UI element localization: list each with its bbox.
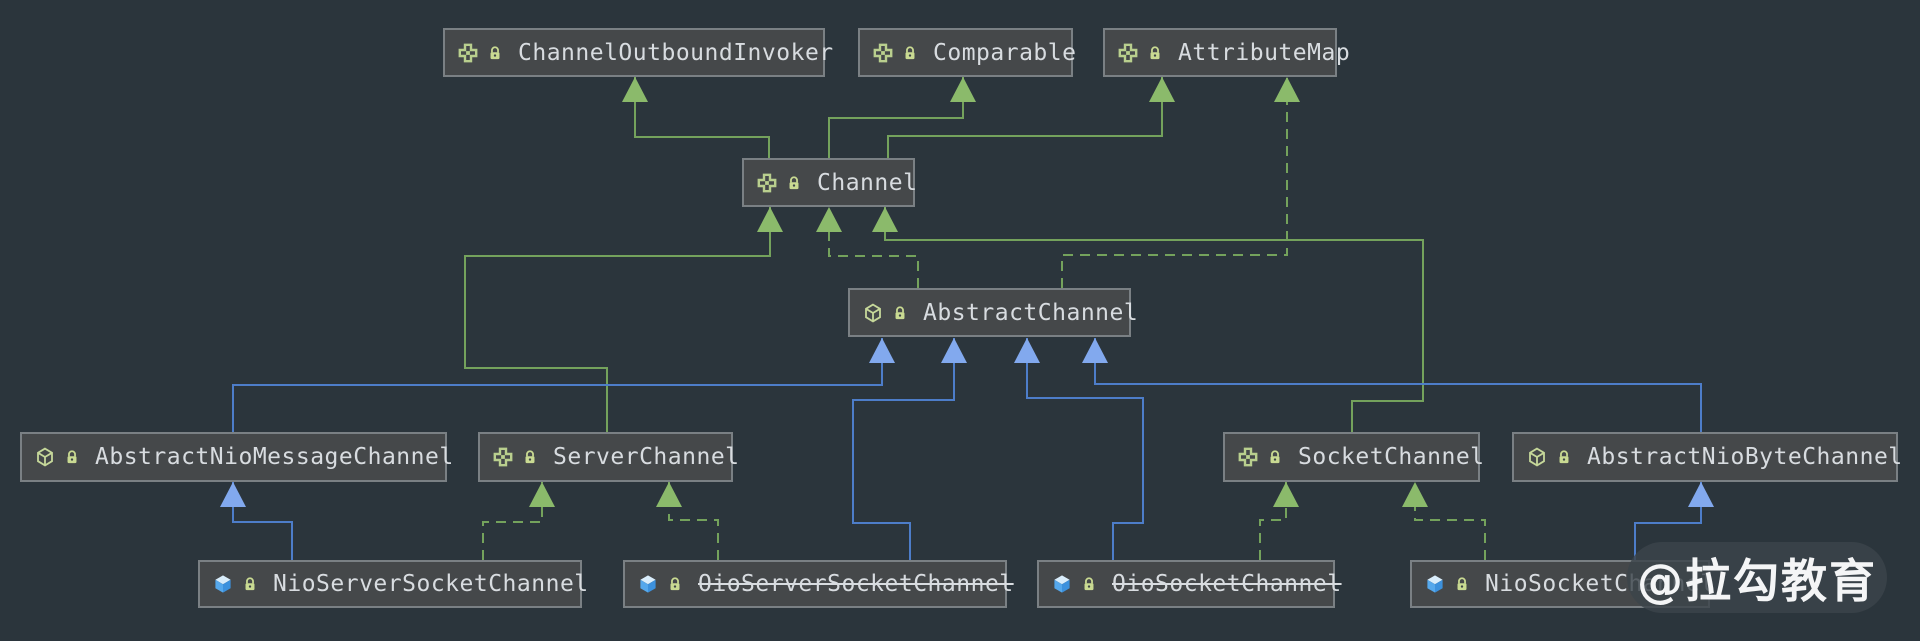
edge-NioServerSocketChannel-to-ServerChannel [482, 482, 543, 560]
edge-AbstractNioMessageChannel-to-AbstractChannel [232, 338, 883, 432]
edge-OioServerSocketChannel-to-AbstractChannel [852, 338, 955, 560]
arrowhead-implements-Channel [816, 207, 842, 232]
node-label: NioServerSocketChannel [273, 571, 589, 597]
node-AbstractNioMessageChannel[interactable]: AbstractNioMessageChannel [20, 432, 453, 482]
arrowhead-implements-ServerChannel [529, 482, 555, 507]
arrowhead-extends-AbstractNioMessageChannel [220, 482, 246, 507]
class-icon [213, 574, 233, 594]
node-label: OioSocketChannel [1112, 571, 1342, 597]
interface-icon [757, 173, 777, 193]
node-label: ChannelOutboundInvoker [518, 39, 834, 66]
node-Channel[interactable]: Channel [742, 158, 918, 207]
arrowhead-extends-Comparable [950, 77, 976, 102]
lock-icon [242, 574, 258, 594]
node-label: ServerChannel [553, 444, 740, 470]
node-OioSocketChannel[interactable]: OioSocketChannel [1037, 560, 1341, 608]
abstract-class-icon [35, 447, 55, 467]
edge-NioSocketChannel-to-SocketChannel [1414, 482, 1486, 560]
arrowhead-extends-ChannelOutboundInvoker [622, 77, 648, 102]
edge-Channel-to-AttributeMap [887, 77, 1163, 158]
lock-icon [487, 43, 503, 63]
edge-Channel-to-Comparable [828, 77, 964, 158]
edge-NioServerSocketChannel-to-AbstractNioMessageChannel [232, 482, 293, 560]
lock-icon [786, 173, 802, 193]
node-label: AbstractChannel [923, 299, 1139, 326]
arrowhead-extends-AbstractChannel [941, 338, 967, 363]
node-SocketChannel[interactable]: SocketChannel [1223, 432, 1484, 482]
node-label: AbstractNioMessageChannel [95, 444, 454, 470]
class-icon [1052, 574, 1072, 594]
node-ChannelOutboundInvoker[interactable]: ChannelOutboundInvoker [443, 28, 833, 77]
node-label: AttributeMap [1178, 39, 1351, 66]
edge-ServerChannel-to-Channel [464, 207, 771, 432]
interface-icon [873, 43, 893, 63]
arrowhead-extends-AttributeMap [1149, 77, 1175, 102]
lock-icon [1267, 447, 1283, 467]
class-icon [1425, 574, 1445, 594]
arrowhead-implements-AttributeMap [1274, 77, 1300, 102]
watermark-badge: @拉勾教育 [1627, 542, 1887, 613]
node-OioServerSocketChannel[interactable]: OioServerSocketChannel [623, 560, 1013, 608]
lock-icon [902, 43, 918, 63]
node-label: Channel [817, 169, 918, 196]
node-Comparable[interactable]: Comparable [858, 28, 1077, 77]
arrowhead-implements-ServerChannel [656, 482, 682, 507]
edge-SocketChannel-to-Channel [884, 207, 1424, 432]
lock-icon [892, 303, 908, 323]
lock-icon [1081, 574, 1097, 594]
interface-icon [1238, 447, 1258, 467]
lock-icon [667, 574, 683, 594]
watermark-text: @拉勾教育 [1637, 553, 1877, 608]
node-AbstractChannel[interactable]: AbstractChannel [848, 288, 1138, 337]
interface-icon [458, 43, 478, 63]
node-label: OioServerSocketChannel [698, 571, 1014, 597]
edge-OioSocketChannel-to-AbstractChannel [1026, 338, 1144, 560]
node-ServerChannel[interactable]: ServerChannel [478, 432, 739, 482]
edge-OioServerSocketChannel-to-ServerChannel [668, 482, 719, 560]
node-AttributeMap[interactable]: AttributeMap [1103, 28, 1350, 77]
abstract-class-icon [1527, 447, 1547, 467]
arrowhead-extends-AbstractChannel [1082, 338, 1108, 363]
edge-AbstractChannel-to-AttributeMap [1061, 77, 1288, 288]
arrowhead-extends-AbstractChannel [1014, 338, 1040, 363]
node-label: SocketChannel [1298, 444, 1485, 470]
arrowhead-extends-AbstractNioByteChannel [1688, 482, 1714, 507]
lock-icon [522, 447, 538, 467]
arrowhead-implements-SocketChannel [1273, 482, 1299, 507]
node-label: AbstractNioByteChannel [1587, 444, 1903, 470]
class-icon [638, 574, 658, 594]
interface-icon [493, 447, 513, 467]
lock-icon [1454, 574, 1470, 594]
abstract-class-icon [863, 303, 883, 323]
lock-icon [1556, 447, 1572, 467]
node-NioServerSocketChannel[interactable]: NioServerSocketChannel [198, 560, 588, 608]
lock-icon [64, 447, 80, 467]
node-label: Comparable [933, 39, 1077, 66]
edge-AbstractChannel-to-Channel [828, 207, 919, 288]
arrowhead-extends-AbstractChannel [869, 338, 895, 363]
lock-icon [1147, 43, 1163, 63]
interface-icon [1118, 43, 1138, 63]
node-AbstractNioByteChannel[interactable]: AbstractNioByteChannel [1512, 432, 1902, 482]
arrowhead-extends-Channel [872, 207, 898, 232]
arrowhead-extends-Channel [757, 207, 783, 232]
edge-AbstractNioByteChannel-to-AbstractChannel [1094, 338, 1702, 432]
edge-Channel-to-ChannelOutboundInvoker [634, 77, 770, 158]
arrowhead-implements-SocketChannel [1402, 482, 1428, 507]
